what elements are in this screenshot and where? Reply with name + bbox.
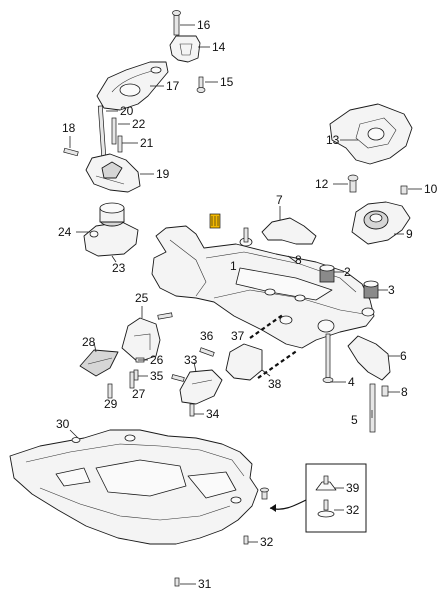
callout-19: 19: [156, 167, 170, 181]
callout-20: 20: [120, 104, 134, 118]
bolt-part-22: [111, 117, 117, 145]
callout-1: 1: [230, 259, 237, 273]
leader-33: [193, 361, 197, 373]
callout-17: 17: [166, 79, 180, 93]
callout-36: 36: [200, 329, 214, 343]
bolt-part-10: [400, 185, 408, 195]
bracket-part-33: [179, 369, 223, 405]
bracket-part-7: [261, 217, 317, 245]
bushing-part-3: [363, 280, 379, 299]
detail-box: [305, 463, 367, 533]
callout-6: 6: [400, 349, 407, 363]
callout-22: 22: [132, 117, 146, 131]
clip-part-39: [315, 475, 337, 491]
bolt-part-4: [322, 333, 334, 383]
callout-3: 3: [388, 283, 395, 297]
callout-12: 12: [315, 177, 329, 191]
callout-23: 23: [112, 261, 126, 275]
callout-26: 26: [150, 353, 164, 367]
callout-32b: 32: [260, 535, 274, 549]
callout-32a: 32: [346, 503, 360, 517]
callout-5: 5: [351, 413, 358, 427]
bolt-part-35: [133, 369, 139, 381]
mount-bracket-part-19: [85, 153, 141, 193]
clip-part-32-bottom: [243, 535, 249, 545]
bolt-part-15: [196, 76, 206, 93]
bracket-part-13: [329, 103, 413, 165]
callout-2: 2: [344, 265, 351, 279]
bracket-part-14: [169, 35, 201, 63]
leader-28: [93, 341, 97, 353]
callout-7: 7: [276, 193, 283, 207]
clip-part-31: [174, 577, 180, 587]
bolt-part-18: [63, 147, 79, 157]
bolt-part-21: [117, 135, 123, 153]
callout-10: 10: [424, 182, 438, 196]
callout-34: 34: [206, 407, 220, 421]
callout-27: 27: [132, 387, 146, 401]
bolt-part-8b: [381, 385, 389, 397]
engine-mount-part-17: [96, 61, 169, 111]
bushing-part-2: [319, 264, 335, 283]
leader-8a: [287, 255, 297, 263]
bolt-part-20: [97, 105, 107, 157]
subframe-part-1: [151, 225, 375, 349]
bracket-part-28: [79, 349, 119, 377]
callout-29: 29: [104, 397, 118, 411]
callout-13: 13: [326, 133, 340, 147]
leader-23: [111, 255, 117, 263]
mount-bracket-part-9: [351, 201, 411, 245]
bolt-part-27: [129, 371, 135, 389]
bolt-part-36: [199, 347, 215, 357]
bracket-part-6: [347, 335, 391, 381]
leader-30: [69, 429, 79, 439]
bolt-part-16: [172, 10, 181, 36]
bolt-near-25: [157, 312, 173, 320]
bolt-part-34: [189, 403, 195, 417]
bolt-part-12: [347, 174, 359, 193]
callout-31: 31: [198, 577, 212, 591]
clip-small: [260, 487, 269, 500]
callout-38: 38: [268, 377, 282, 391]
callout-37: 37: [231, 329, 245, 343]
highlight-marker: [209, 213, 221, 229]
callout-35: 35: [150, 369, 164, 383]
detail-arrowhead: [270, 504, 276, 512]
callout-28: 28: [82, 335, 96, 349]
callout-4: 4: [348, 375, 355, 389]
leader-38: [261, 369, 271, 377]
cover-part-37: [225, 343, 263, 381]
callout-16: 16: [197, 18, 211, 32]
callout-21: 21: [140, 136, 154, 150]
callout-18: 18: [62, 121, 76, 135]
callout-33: 33: [184, 353, 198, 367]
bolt-part-5: [369, 383, 376, 433]
callout-15: 15: [220, 75, 234, 89]
callout-8b: 8: [401, 385, 408, 399]
mount-part-23-24: [83, 202, 139, 257]
splash-shield-part-30: [9, 429, 259, 545]
callout-39: 39: [346, 481, 360, 495]
bolt-part-29: [107, 383, 113, 399]
dash-37-bottom: [257, 349, 299, 379]
callout-9: 9: [406, 227, 413, 241]
clip-part-32-detail: [317, 499, 335, 518]
bolt-near-33: [171, 374, 185, 382]
callout-8a: 8: [295, 253, 302, 267]
callout-14: 14: [212, 40, 226, 54]
callout-24: 24: [58, 225, 72, 239]
callout-25: 25: [135, 291, 149, 305]
callout-30: 30: [56, 417, 70, 431]
